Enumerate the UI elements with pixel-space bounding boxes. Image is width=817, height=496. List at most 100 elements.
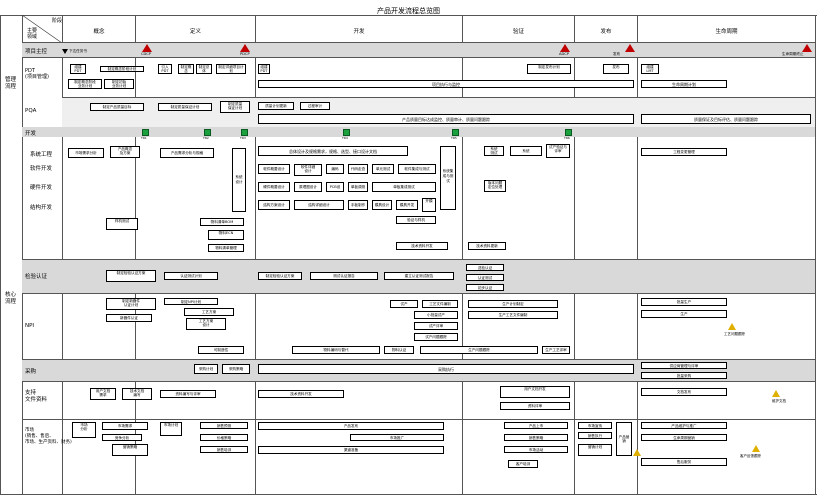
process-box[interactable]: 市场活动 — [504, 446, 568, 453]
process-box[interactable]: 资料编写与评审 — [160, 390, 216, 398]
process-box[interactable]: 制定概念阶段计划 — [100, 66, 144, 72]
process-box[interactable]: 单板调测 — [348, 182, 368, 192]
process-box[interactable]: 产品营销 — [616, 422, 632, 456]
process-box[interactable]: 营销计划 — [578, 444, 612, 456]
process-box[interactable]: 制定产品质量目标 — [90, 103, 144, 111]
process-box[interactable]: 物料清单BOM — [200, 218, 244, 226]
process-box[interactable]: 模具设计 — [372, 200, 392, 210]
process-box[interactable]: 技术资料更新 — [468, 242, 506, 250]
process-box[interactable]: 结构详细设计 — [294, 200, 344, 210]
process-box[interactable]: 市场宣传 — [578, 422, 612, 429]
process-box[interactable]: 验证与样机 — [396, 216, 436, 224]
process-box[interactable]: 制定初始 业务计划 — [104, 79, 134, 89]
process-box[interactable]: 初步认证 — [466, 284, 504, 291]
process-box[interactable]: 产品质量目标达成监控、质量审计、质量问题跟踪 — [258, 114, 634, 124]
process-box[interactable]: 工艺文件编制 — [422, 300, 458, 308]
process-box[interactable]: 试产 — [390, 300, 418, 308]
process-box[interactable]: 资料评审 — [500, 402, 570, 410]
process-box[interactable]: 认证测试计划 — [164, 272, 218, 280]
process-box[interactable]: 物料编码与替代 — [292, 346, 380, 354]
process-box[interactable]: 软件概要设计 — [258, 164, 290, 174]
process-box[interactable]: 认证测试 — [466, 274, 504, 281]
process-box[interactable]: 送检认证 — [466, 264, 504, 271]
process-box[interactable]: 系统集成与测试 — [440, 146, 456, 210]
process-box[interactable]: 用户文档开发 — [500, 386, 570, 398]
process-box[interactable]: 工艺方案 设计 — [186, 318, 226, 330]
process-box[interactable]: 物料清单管理 — [208, 244, 244, 252]
process-box[interactable]: 产品发布 — [258, 422, 444, 430]
process-box[interactable]: 销售策略 — [504, 434, 568, 441]
process-box[interactable]: 竞争分析 — [102, 434, 142, 441]
process-box[interactable]: 产品概念 及方案 — [110, 146, 140, 158]
process-box[interactable]: 生产工艺评审 — [542, 346, 570, 354]
process-box[interactable]: 制定NPI计划 — [164, 298, 218, 305]
process-box[interactable]: 采购计划 — [194, 364, 218, 374]
process-box[interactable]: 文档发布 — [641, 388, 727, 396]
process-box[interactable]: 样机测试 — [106, 218, 138, 230]
process-box[interactable]: 制定质量保证计划 — [158, 103, 212, 111]
process-box[interactable]: 小批量试产 — [414, 311, 458, 319]
process-box[interactable]: 制定发布计划 — [527, 64, 571, 74]
process-box[interactable]: 质量保证及目标评估、质量问题跟踪 — [641, 114, 811, 124]
process-box[interactable]: 版本问题 定位处理 — [484, 180, 506, 192]
process-box[interactable]: 系统 测试 — [484, 146, 504, 156]
process-box[interactable]: 总体设计及规格需求，规格、选型、接口设计文档 — [258, 146, 408, 156]
process-box[interactable]: 采购策略 — [222, 364, 250, 374]
process-box[interactable]: 物料ECN — [208, 230, 244, 240]
process-box[interactable]: 引入 PDT — [158, 64, 172, 74]
process-box[interactable]: 市场需求分析 — [68, 148, 104, 158]
process-box[interactable]: 生命周期计划 — [641, 80, 727, 88]
process-box[interactable]: 制定检验认证方案 — [106, 270, 156, 282]
process-box[interactable]: 单板集成测试 — [372, 182, 436, 192]
process-box[interactable]: 批量采购 — [641, 372, 727, 379]
process-box[interactable]: 生产工艺文件编制 — [468, 311, 558, 319]
process-box[interactable]: 制定概念 计划 — [178, 64, 194, 74]
process-box[interactable]: 试产问题跟踪 — [414, 333, 458, 341]
process-box[interactable]: 测试认证报告 — [310, 272, 378, 280]
process-box[interactable]: 软件详细 设计 — [294, 164, 322, 176]
process-box[interactable]: 市场 分析 — [72, 422, 96, 438]
process-box[interactable]: 发布 — [603, 64, 629, 74]
process-box[interactable]: 技术资料开发 — [258, 390, 344, 398]
process-box[interactable]: 物料认证 — [384, 346, 414, 354]
process-box[interactable]: 可制造性 设计评审 — [198, 346, 244, 354]
process-box[interactable]: 质量计划更新 — [258, 102, 294, 110]
process-box[interactable]: 制定详细项目计划 — [216, 64, 246, 74]
process-box[interactable]: 批量生产 — [641, 298, 727, 306]
process-box[interactable]: 组建 PDT — [258, 64, 270, 74]
process-box[interactable]: 渠道准备 — [258, 446, 444, 454]
process-box[interactable]: 制定新器件 认证计划 — [106, 298, 156, 310]
process-box[interactable]: 系统 验证测试 — [510, 146, 542, 156]
process-box[interactable]: 组建 LMT — [641, 64, 659, 74]
process-box[interactable]: 市场需求 — [102, 422, 148, 430]
process-box[interactable]: 营销策略 — [112, 444, 148, 456]
process-box[interactable]: 生产计划制定 — [468, 300, 558, 308]
process-box[interactable]: 销售执行 — [578, 432, 612, 439]
process-box[interactable]: 产品维护与推广 — [641, 422, 727, 429]
process-box[interactable]: 开模 — [422, 198, 436, 212]
process-box[interactable]: 生命周期营销 — [641, 434, 727, 441]
process-box[interactable]: 客户培训 — [508, 460, 538, 468]
process-box[interactable]: 制定检验认证方案 — [258, 272, 302, 280]
process-box[interactable]: 产品上市 — [504, 422, 568, 429]
process-box[interactable]: 新器件认证 — [106, 314, 152, 322]
process-box[interactable]: 编码 — [326, 164, 344, 174]
process-box[interactable]: 生产问题跟踪 — [420, 346, 538, 354]
process-box[interactable]: 组建PDT — [70, 64, 86, 74]
process-box[interactable]: 代码走查 — [348, 164, 368, 174]
process-box[interactable]: 项目执行与监控 — [258, 80, 634, 88]
process-box[interactable]: 市场推广 — [350, 434, 444, 441]
process-box[interactable]: 用户文档 需求 — [90, 388, 116, 400]
process-box[interactable]: 模具开发 — [396, 200, 418, 210]
process-box[interactable]: 销售预测 — [200, 422, 248, 429]
process-box[interactable]: 软件集成与测试 — [398, 164, 436, 174]
process-box[interactable]: 制定总体 项目计划 — [196, 64, 212, 74]
process-box[interactable]: 过程审计 — [300, 102, 330, 110]
process-box[interactable]: 销售培训 — [200, 446, 248, 453]
process-box[interactable]: PCB设计 — [326, 182, 344, 192]
process-box[interactable]: 原理图设计 — [294, 182, 322, 192]
process-box[interactable]: 价格策略 — [200, 434, 248, 441]
process-box[interactable]: 工艺方案 — [184, 308, 234, 316]
process-box[interactable]: 试产验证与评审 — [546, 144, 570, 158]
process-box[interactable]: 硬件概要设计 — [258, 182, 290, 192]
